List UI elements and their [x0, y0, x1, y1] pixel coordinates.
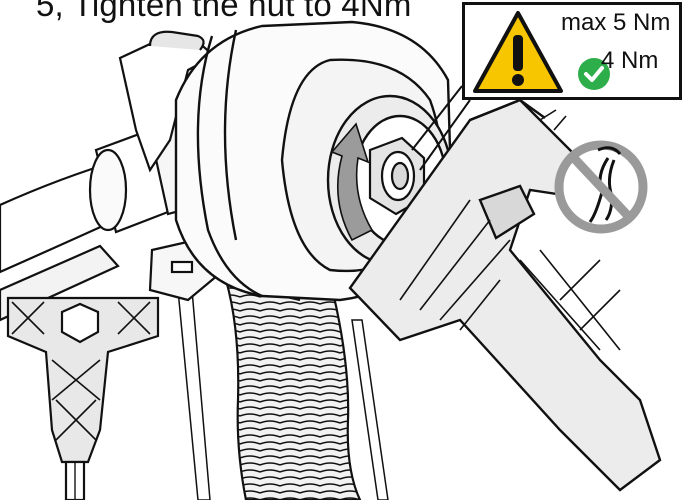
step-title: 5, Tighten the nut to 4Nm — [36, 0, 412, 23]
green-check-icon — [578, 58, 610, 90]
t-wrench-tool — [348, 98, 662, 492]
callout-lines — [411, 85, 471, 171]
rotation-arrow — [330, 122, 374, 242]
no-pliers-icon — [554, 140, 648, 234]
max-torque-label: max 5 Nm — [561, 9, 671, 36]
recommended-torque-label: 4 Nm — [601, 47, 659, 74]
warning-triangle-icon — [473, 11, 563, 93]
t-tool-inset — [6, 296, 160, 500]
torque-warning-box: max 5 Nm 4 Nm — [462, 2, 682, 100]
nut — [368, 136, 426, 216]
